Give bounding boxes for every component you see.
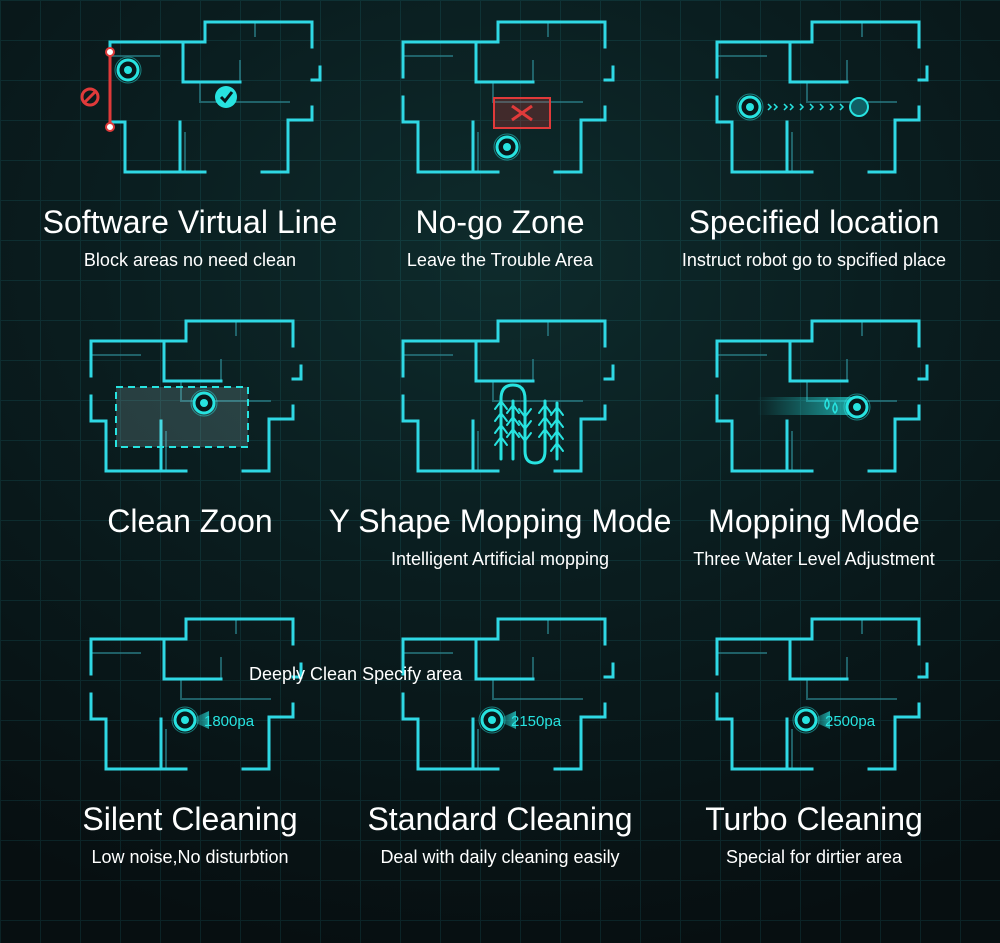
feature-title: Standard Cleaning [367,801,633,837]
robot-icon [113,55,143,85]
floorplan-no-go-zone [401,20,615,174]
feature-title: Specified location [688,204,940,240]
feature-title: Mopping Mode [708,503,920,539]
pressure-label: 2150pa [511,713,562,730]
feature-title: Software Virtual Line [42,204,338,240]
feature-title: No-go Zone [415,204,585,240]
no-go-zone-icon [493,97,551,129]
feature-subtitle: Instruct robot go to spcified place [681,250,947,270]
feature-subtitle: Leave the Trouble Area [406,250,594,270]
feature-subtitle: Intelligent Artificial mopping [390,549,610,569]
floorplan-clean-zone [89,319,303,473]
feature-subtitle: Three Water Level Adjustment [693,549,935,569]
pressure-label: 2500pa [825,713,876,730]
feature-title: Y Shape Mopping Mode [328,503,672,539]
feature-title: Clean Zoon [107,503,273,539]
feature-subtitle: Special for dirtier area [725,847,903,867]
robot-icon [735,92,765,122]
feature-title: Turbo Cleaning [705,801,923,837]
feature-turbo-cleaning: 2500pa Turbo Cleaning Special for dirtie… [664,609,964,899]
feature-standard-cleaning: 2150pa Standard Cleaning Deal with daily… [350,609,650,899]
feature-subtitle: Deal with daily cleaning easily [380,847,620,867]
floorplan-standard: 2150pa [401,617,615,771]
feature-software-virtual-line: Software Virtual Line Block areas no nee… [40,12,340,302]
virtual-line-icon [105,47,115,132]
feature-specified-location: Specified location Instruct robot go to … [664,12,964,302]
floorplan-specified-location [715,20,929,174]
robot-icon [170,705,200,735]
path-arrows-icon [767,103,845,111]
floorplan-virtual-line [80,20,322,174]
feature-y-shape-mopping: Y Shape Mopping Mode Intelligent Artific… [329,311,671,601]
feature-no-go-zone: No-go Zone Leave the Trouble Area [350,12,650,302]
robot-icon [477,705,507,735]
floorplan-silent: 1800pa [89,617,303,771]
feature-title: Silent Cleaning [82,801,298,837]
water-drops-icon [824,397,838,415]
y-shape-path-icon [494,383,564,465]
floating-caption: Deeply Clean Specify area [249,664,463,684]
floorplan-mopping [715,319,929,473]
forbidden-icon [80,87,100,107]
target-point-icon [849,97,869,117]
feature-subtitle: Low noise,No disturbtion [91,847,289,867]
feature-silent-cleaning: 1800pa Silent Cleaning Low noise,No dist… [40,609,340,899]
robot-icon [791,705,821,735]
feature-subtitle: Block areas no need clean [83,250,297,270]
pressure-label: 1800pa [204,713,255,730]
floorplan-y-shape [401,319,615,473]
floorplan-turbo: 2500pa [715,617,929,771]
feature-mopping-mode: Mopping Mode Three Water Level Adjustmen… [664,311,964,601]
robot-icon [842,392,872,422]
robot-icon [189,388,219,418]
feature-clean-zoon: Clean Zoon [40,311,340,601]
check-icon [215,86,237,108]
robot-icon [492,132,522,162]
clean-zone-rectangle-icon [115,386,249,448]
